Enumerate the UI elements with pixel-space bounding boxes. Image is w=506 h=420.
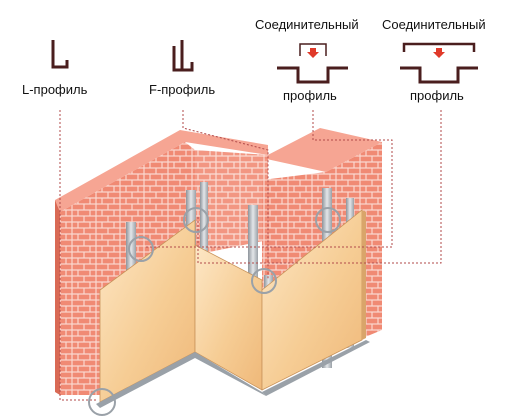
leader-connector-2 xyxy=(197,110,442,264)
leader-lines xyxy=(59,110,442,401)
arrow-down-icon xyxy=(433,48,445,58)
callout-circle-icon xyxy=(88,388,116,416)
drywall-panels xyxy=(96,209,370,408)
callout-circle-icon xyxy=(315,207,341,233)
connector-2-label-top: Соединительный xyxy=(382,17,486,32)
connector-2-label-bottom: профиль xyxy=(410,88,464,103)
callout-circle-icon xyxy=(251,268,277,294)
connector-profile-wide-icon xyxy=(402,42,476,52)
arrow-down-icon xyxy=(307,48,319,58)
panel-right-edge xyxy=(362,210,366,340)
leader-f-profile xyxy=(182,110,269,280)
f-profile-label: F-профиль xyxy=(149,82,216,97)
wall-left-edge xyxy=(55,200,60,395)
leader-connector-1 xyxy=(145,110,393,248)
connector-profile-icon xyxy=(299,43,327,56)
callout-circle-icon xyxy=(183,207,209,233)
wall-top-left xyxy=(55,130,268,212)
f-profile-icon xyxy=(172,40,194,72)
connector-1-label-top: Соединительный xyxy=(255,17,359,32)
callout-circle-icon xyxy=(128,236,154,262)
floor-track-right xyxy=(262,340,370,396)
connector-profile-icon xyxy=(277,66,348,84)
l-profile-label: L-профиль xyxy=(22,82,88,97)
leader-l-profile xyxy=(59,110,98,401)
arrows xyxy=(307,48,445,58)
profile-icons xyxy=(51,40,478,84)
floor-track xyxy=(96,352,266,408)
callout-circles xyxy=(88,207,341,416)
profile-stud xyxy=(200,182,208,252)
connector-1-label-bottom: профиль xyxy=(283,88,337,103)
wall-top-right xyxy=(262,128,382,172)
connector-profile-wide-icon xyxy=(400,66,478,84)
l-profile-icon xyxy=(51,40,69,69)
